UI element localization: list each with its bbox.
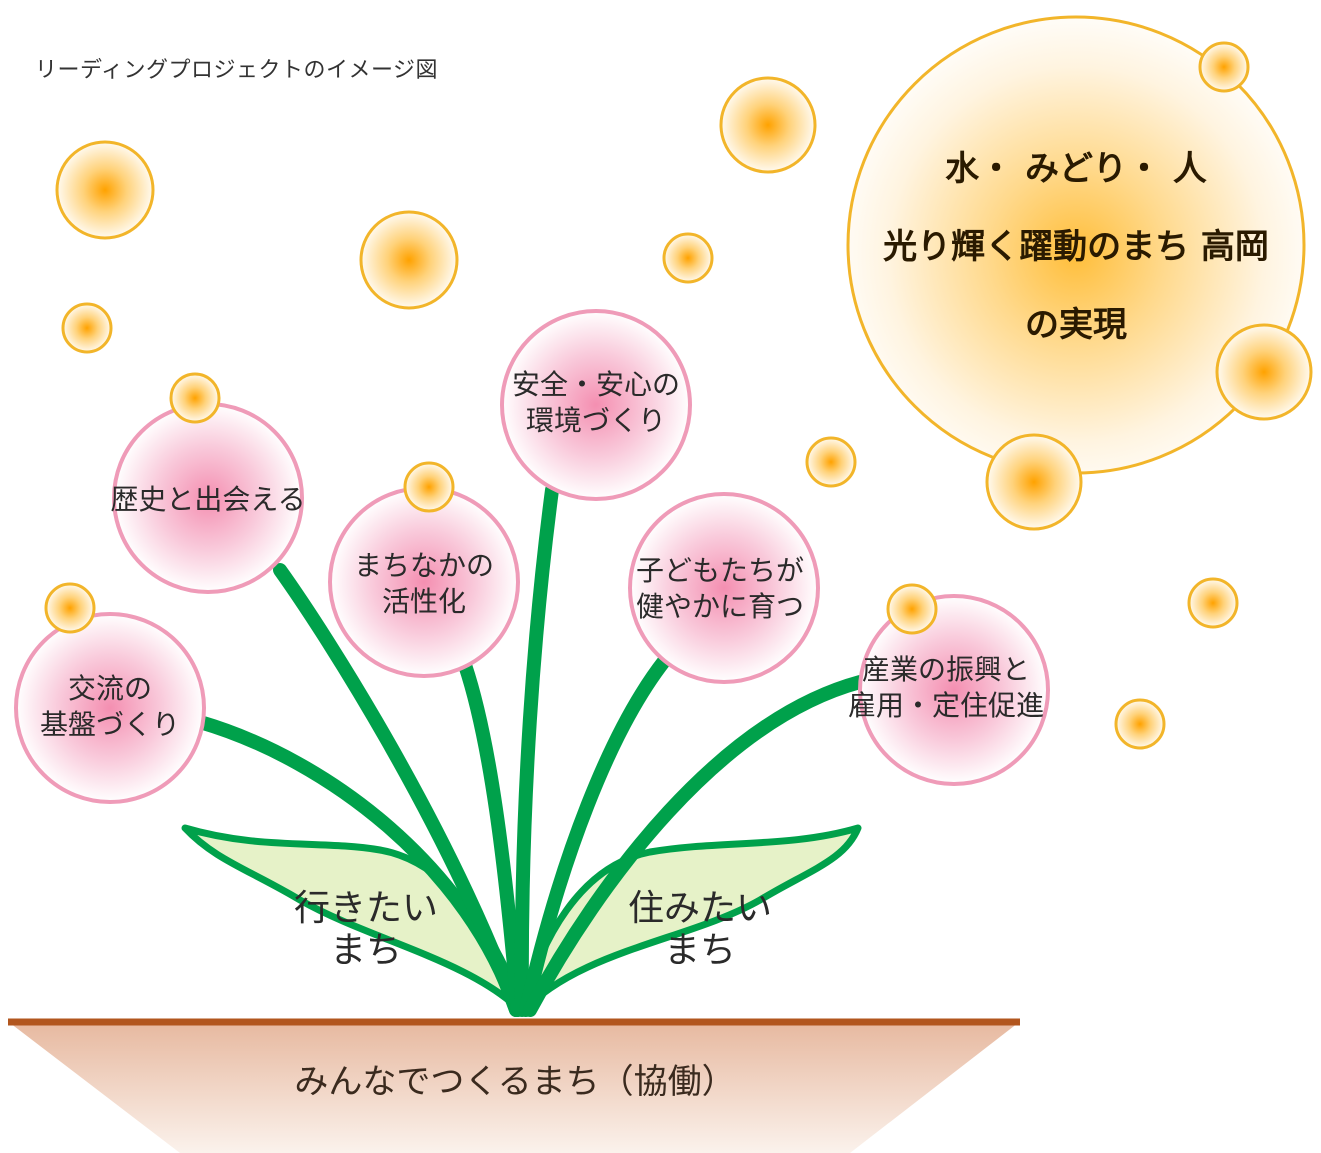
stem-industry <box>523 675 867 1017</box>
flower-downtown-label-line2: 活性化 <box>382 585 466 618</box>
goal-line-1: 水・ みどり・ 人 <box>945 149 1207 189</box>
soil-area <box>10 1023 1018 1153</box>
orb <box>44 582 96 634</box>
orb <box>1198 41 1250 93</box>
right-leaf-label-line2: まち <box>664 930 736 971</box>
stem-children <box>519 653 672 1017</box>
orb <box>719 76 817 174</box>
flower-exchange-label-line1: 交流の <box>68 672 152 705</box>
goal-line-2: 光り輝く躍動のまち 高岡 <box>883 227 1269 267</box>
orb <box>1114 698 1166 750</box>
orb <box>169 372 221 424</box>
orb <box>662 232 714 284</box>
left-leaf-label-line2: まち <box>330 930 402 971</box>
soil-label: みんなでつくるまち（協働） <box>294 1062 735 1102</box>
orb <box>805 436 857 488</box>
flower-safety-label-line2: 環境づくり <box>526 404 666 437</box>
flower-exchange <box>14 612 206 804</box>
flower-safety <box>500 309 692 501</box>
flower-downtown <box>328 486 520 678</box>
flower-history-label: 歴史と出会える <box>110 483 305 516</box>
orb <box>403 461 455 513</box>
stem-safety <box>514 483 559 1017</box>
orb <box>1215 323 1313 421</box>
stem-downtown <box>458 658 525 1017</box>
diagram-title: リーディングプロジェクトのイメージ図 <box>35 58 439 83</box>
flower-children-label-line1: 子どもたちが <box>636 554 804 587</box>
orb <box>359 210 459 310</box>
flower-safety-label-line1: 安全・安心の <box>512 368 680 401</box>
flower-industry-label-line2: 雇用・定住促進 <box>848 689 1044 722</box>
flower-exchange-label-line2: 基盤づくり <box>40 708 180 741</box>
orb <box>886 583 938 635</box>
flower-industry <box>858 594 1050 786</box>
stem-history <box>273 563 523 1017</box>
right-leaf-label-line1: 住みたい <box>628 888 772 929</box>
orb <box>1187 577 1239 629</box>
flower-children <box>628 492 820 684</box>
flower-industry-label-line1: 産業の振興と <box>862 653 1030 686</box>
left-leaf-label-line1: 行きたい <box>294 888 438 929</box>
right-leaf <box>518 824 862 1016</box>
orb <box>55 140 155 240</box>
flower-children-label-line2: 健やかに育つ <box>636 590 804 623</box>
goal-line-3: の実現 <box>1025 305 1127 345</box>
orb <box>985 433 1083 531</box>
flower-downtown-label-line1: まちなかの <box>354 549 494 582</box>
orb <box>61 302 113 354</box>
